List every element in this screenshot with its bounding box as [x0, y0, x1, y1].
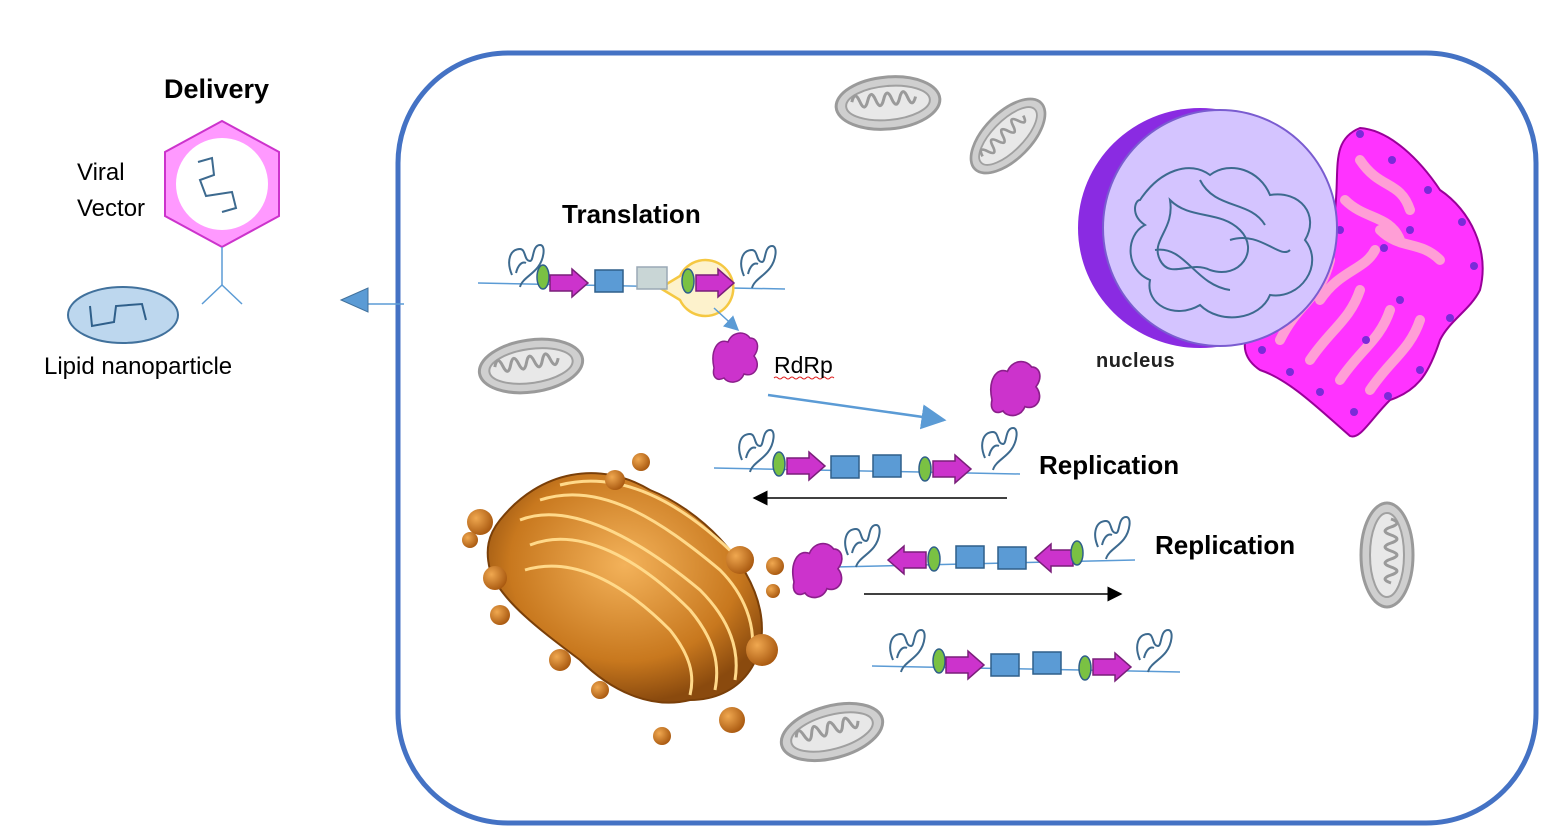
viral-label-line2: Vector	[77, 195, 146, 222]
replication-strand-1	[713, 427, 1021, 484]
hexagon-capsid-icon	[164, 119, 280, 305]
replication-label-2: Replication	[1155, 530, 1296, 560]
replication-strand-3	[871, 629, 1181, 682]
translation-arrow	[713, 307, 740, 332]
lipid-nanoparticle-icon	[67, 286, 179, 344]
mitochondrion-icon	[832, 71, 944, 135]
mitochondrion-icon	[1359, 501, 1415, 609]
rdrp-protein-icon	[990, 360, 1041, 417]
cell-membrane	[395, 50, 1539, 826]
replication-label-1: Replication	[1039, 450, 1180, 480]
viral-vector-label: Viral Vector	[77, 155, 145, 227]
lipid-nanoparticle-label: Lipid nanoparticle	[44, 353, 233, 380]
viral-label-line1: Viral	[77, 159, 125, 186]
replication-strand-2	[834, 516, 1136, 575]
rdrp-label: RdRp	[774, 352, 833, 378]
nucleus-label: nucleus	[1096, 350, 1176, 372]
rdrp-protein-icon	[712, 332, 759, 383]
translation-label: Translation	[562, 199, 701, 229]
delivery-title: Delivery	[164, 74, 270, 104]
mitochondrion-icon	[957, 85, 1059, 187]
mitochondrion-icon	[474, 331, 588, 401]
golgi-apparatus-icon	[462, 453, 784, 745]
translation-strand	[477, 244, 786, 318]
mitochondrion-icon	[773, 691, 891, 773]
delivery-arrow	[339, 287, 404, 313]
rdrp-protein-icon	[792, 542, 843, 599]
rdrp-arrow	[767, 393, 947, 430]
nucleus-icon	[1078, 108, 1338, 348]
spellcheck-underline	[773, 376, 835, 380]
